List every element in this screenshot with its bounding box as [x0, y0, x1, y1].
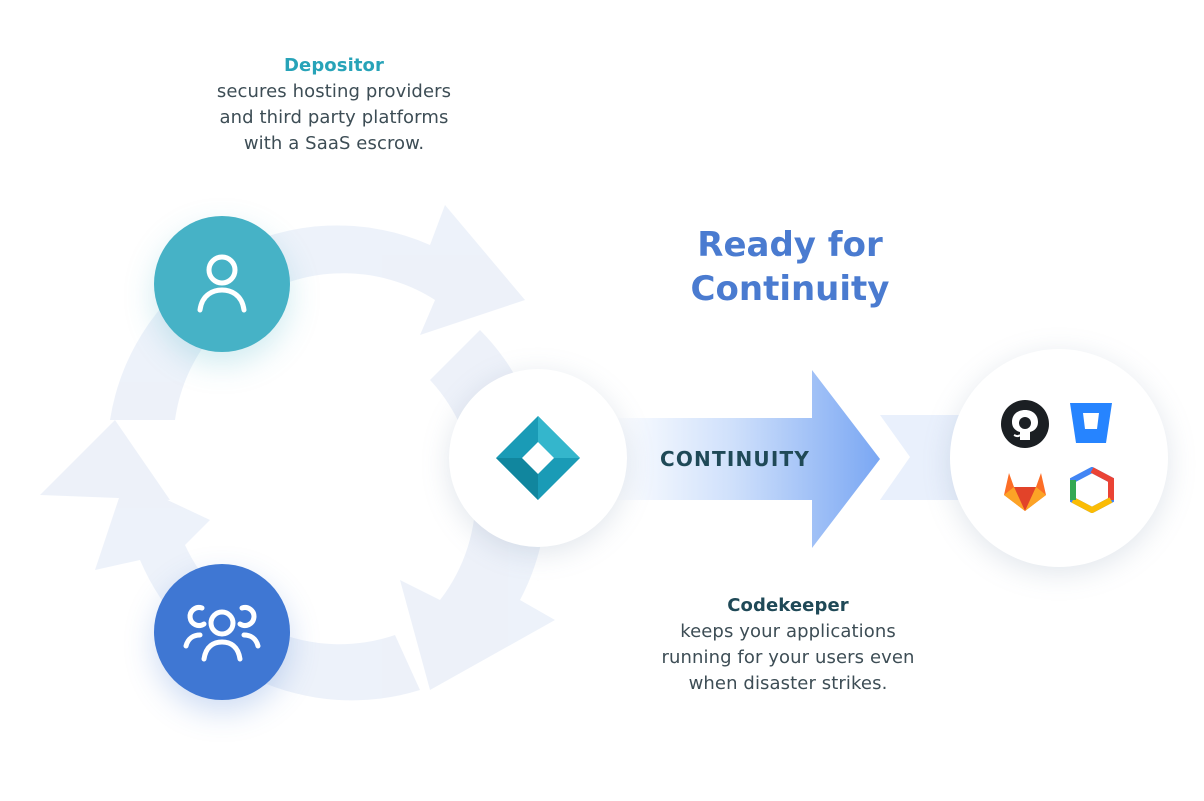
codekeeper-logo — [496, 416, 580, 500]
user-icon — [197, 254, 247, 313]
codekeeper-line-2: running for your users even — [661, 647, 915, 668]
headline-line-1: Ready for — [697, 225, 883, 265]
users-group-icon — [183, 605, 261, 662]
platforms-circle — [950, 349, 1168, 567]
codekeeper-description: Codekeeper keeps your applications runni… — [638, 593, 938, 697]
codekeeper-line-1: keeps your applications — [680, 621, 896, 642]
codekeeper-title: Codekeeper — [727, 595, 849, 616]
depositor-circle — [154, 216, 290, 352]
headline-line-2: Continuity — [690, 269, 890, 309]
depositor-line-2: and third party platforms — [219, 107, 449, 128]
depositor-description: Depositor secures hosting providers and … — [184, 53, 484, 157]
github-icon — [1001, 400, 1049, 448]
depositor-title: Depositor — [283, 55, 385, 76]
users-circle — [154, 564, 290, 700]
codekeeper-logo-circle — [449, 369, 627, 547]
codekeeper-line-3: when disaster strikes. — [688, 673, 888, 694]
gitlab-icon — [1004, 473, 1046, 511]
depositor-line-1: secures hosting providers — [216, 81, 452, 102]
continuity-label: CONTINUITY — [659, 447, 811, 471]
depositor-line-3: with a SaaS escrow. — [243, 133, 425, 154]
continuity-arrow — [612, 370, 880, 548]
headline: Ready for Continuity — [640, 223, 940, 311]
bitbucket-icon — [1070, 403, 1112, 443]
google-cloud-icon — [1070, 467, 1114, 513]
